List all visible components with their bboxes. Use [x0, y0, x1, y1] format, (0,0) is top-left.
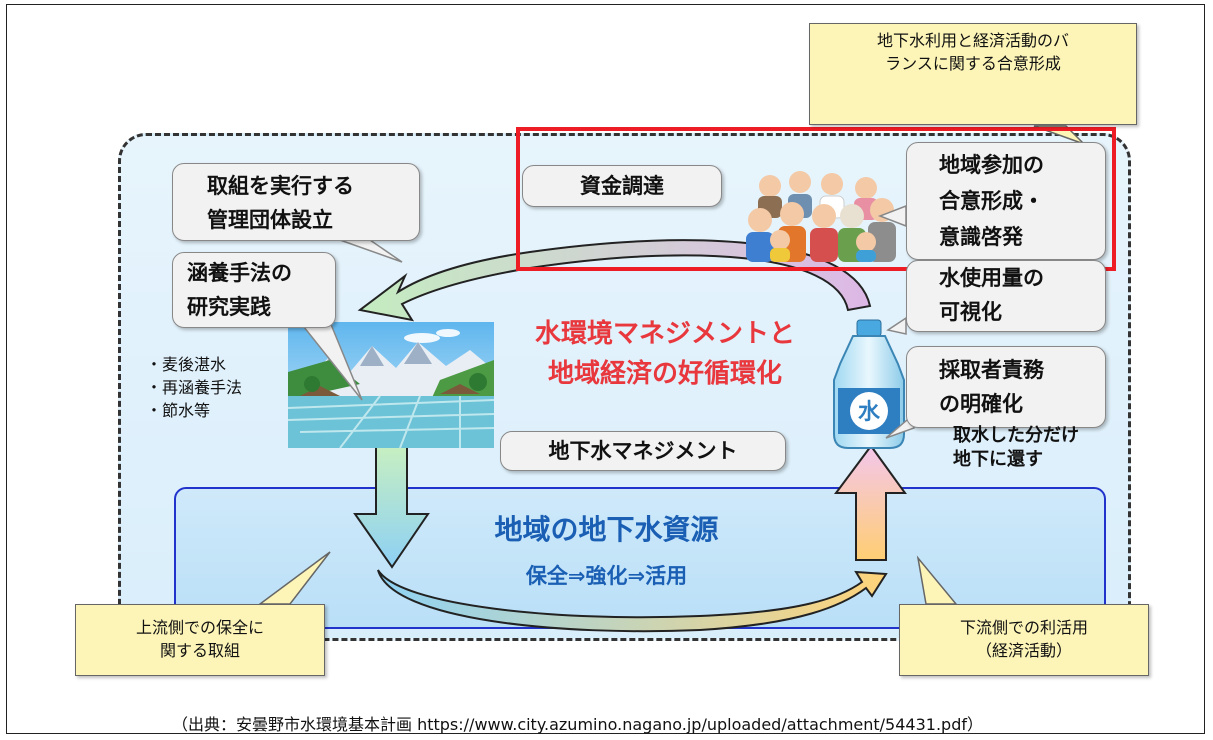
method-item: ・麦後湛水: [146, 355, 227, 374]
people-group-picture: [746, 171, 896, 262]
note-balance-consensus: 地下水利用と経済活動のバ ランスに関する合意形成: [809, 23, 1137, 125]
bubble-obligation: 採取者責務 の明確化: [906, 346, 1106, 428]
groundwater-management-text: 地下水マネジメント: [548, 439, 738, 463]
top-cycle-arrow: [357, 239, 872, 322]
bubble-participation: 地域参加の 合意形成・ 意識啓発: [906, 142, 1106, 260]
resource-title: 地域の地下水資源: [494, 513, 719, 546]
methods-list: ・麦後湛水 ・再涵養手法 ・節水等: [146, 353, 242, 422]
bubble-funding: 資金調達: [522, 165, 722, 207]
note-upstream-line-2: 関する取組: [159, 641, 240, 660]
visualization-line-1: 水使用量の: [939, 266, 1044, 290]
bottom-cycle-arrow: [377, 569, 888, 633]
management-body-line-1: 取組を実行する: [207, 174, 354, 198]
note-balance-line-2: ランスに関する合意形成: [885, 54, 1061, 73]
note-downstream-line-2: （経済活動）: [975, 641, 1072, 660]
bubble-tails: [298, 204, 915, 439]
bubble-visualization: 水使用量の 可視化: [906, 260, 1106, 332]
resource-subtitle: 保全⇒強化⇒活用: [525, 564, 688, 588]
management-body-line-2: 管理団体設立: [207, 208, 333, 232]
bubble-management-body: 取組を実行する 管理団体設立: [172, 163, 420, 241]
bottle-label: 水: [858, 400, 881, 425]
note-downstream-use: 下流側での利活用 （経済活動）: [899, 604, 1149, 676]
funding-text: 資金調達: [580, 174, 664, 198]
bubble-groundwater-management: 地下水マネジメント: [500, 431, 786, 471]
water-bottle-picture: [833, 319, 905, 449]
bubble-research: 涵養手法の 研究実践: [172, 252, 336, 328]
note-upstream-conservation: 上流側での保全に 関する取組: [75, 604, 325, 676]
method-item: ・再涵養手法: [146, 378, 243, 397]
up-arrow: [834, 444, 907, 561]
note-balance-line-1: 地下水利用と経済活動のバ: [876, 31, 1069, 50]
research-line-1: 涵養手法の: [187, 261, 292, 285]
center-title-line-2: 地域経済の好循環化: [547, 359, 782, 389]
source-citation: （出典：安曇野市水環境基本計画 https://www.city.azumino…: [172, 715, 983, 734]
center-title: 水環境マネジメントと 地域経済の好循環化: [500, 314, 830, 394]
center-title-line-1: 水環境マネジメントと: [534, 319, 795, 349]
return-note-line-1: 取水した分だけ: [953, 425, 1079, 446]
participation-line-2: 合意形成・: [939, 189, 1044, 213]
method-item: ・節水等: [146, 401, 211, 420]
highlight-box: [516, 127, 1116, 271]
participation-line-3: 意識啓発: [939, 225, 1023, 249]
outer-frame: [6, 4, 1205, 734]
return-note-line-2: 地下に還す: [953, 449, 1043, 470]
visualization-line-2: 可視化: [939, 300, 1002, 324]
down-arrow: [353, 442, 430, 569]
note-upstream-line-1: 上流側での保全に: [135, 618, 264, 637]
note-downstream-line-1: 下流側での利活用: [959, 618, 1088, 637]
research-line-2: 研究実践: [187, 295, 271, 319]
participation-line-1: 地域参加の: [939, 153, 1044, 177]
obligation-line-1: 採取者責務: [939, 358, 1044, 382]
return-water-note: 取水した分だけ 地下に還す: [953, 424, 1079, 472]
obligation-line-2: の明確化: [939, 392, 1023, 416]
